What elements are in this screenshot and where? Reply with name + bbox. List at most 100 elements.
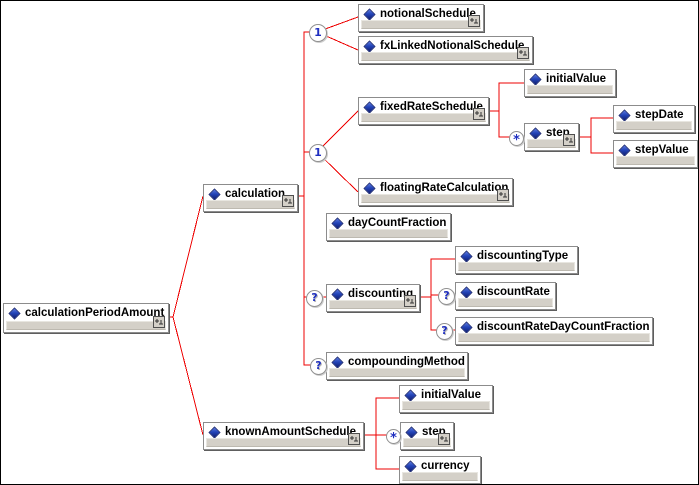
node-band bbox=[206, 200, 295, 209]
node-band bbox=[361, 194, 510, 203]
occurrence-badge-optional-discountratedcf: ? bbox=[436, 323, 453, 340]
node-calculationperiodamount[interactable]: calculationPeriodAmount bbox=[3, 303, 169, 333]
node-compoundingmethod[interactable]: compoundingMethod bbox=[326, 352, 468, 380]
occurrence-badge-repeat-knownstep: * bbox=[386, 429, 401, 446]
element-diamond-icon bbox=[208, 187, 221, 201]
node-band bbox=[361, 20, 481, 29]
element-diamond-icon bbox=[208, 425, 221, 439]
node-band bbox=[6, 321, 166, 330]
expand-icon[interactable] bbox=[473, 108, 485, 120]
expand-icon[interactable] bbox=[468, 15, 480, 27]
expand-icon[interactable] bbox=[497, 189, 509, 201]
node-band bbox=[527, 139, 576, 148]
node-label: calculation bbox=[225, 188, 286, 200]
element-diamond-icon bbox=[331, 287, 344, 301]
occurrence-badge-choice-rate: 1 bbox=[309, 144, 327, 162]
node-calculation[interactable]: calculation bbox=[203, 184, 298, 212]
element-diamond-icon bbox=[331, 355, 344, 369]
expand-icon[interactable] bbox=[563, 134, 575, 146]
node-band bbox=[527, 85, 613, 94]
node-band bbox=[402, 401, 490, 410]
node-step[interactable]: step bbox=[524, 123, 579, 151]
node-label: notionalSchedule bbox=[380, 8, 476, 20]
node-label: fixedRateSchedule bbox=[380, 101, 483, 113]
node-discountingtype[interactable]: discountingType bbox=[455, 246, 578, 274]
element-diamond-icon bbox=[363, 100, 376, 114]
connector-knownamount-children bbox=[375, 397, 399, 470]
element-diamond-icon bbox=[404, 459, 417, 473]
node-label: knownAmountSchedule bbox=[225, 426, 356, 438]
node-label: initialValue bbox=[546, 73, 607, 85]
connector-root-knownamountschedule bbox=[172, 316, 204, 436]
node-discountrate[interactable]: discountRate bbox=[455, 282, 556, 310]
element-diamond-icon bbox=[331, 216, 344, 230]
node-band bbox=[361, 52, 530, 61]
occurrence-badge-repeat-step: * bbox=[509, 131, 524, 148]
node-band bbox=[329, 300, 417, 309]
element-diamond-icon bbox=[8, 306, 21, 320]
node-band bbox=[616, 121, 692, 130]
occurrence-badge-optional-compounding: ? bbox=[310, 358, 327, 375]
node-fxlinkednotionalschedule[interactable]: fxLinkedNotionalSchedule bbox=[358, 36, 533, 64]
node-notionalschedule[interactable]: notionalSchedule bbox=[358, 4, 484, 32]
node-label: discountRate bbox=[477, 286, 550, 298]
node-knownamountschedule[interactable]: knownAmountSchedule bbox=[203, 422, 364, 450]
node-fixed-initialvalue[interactable]: initialValue bbox=[524, 69, 616, 97]
expand-icon[interactable] bbox=[517, 47, 529, 59]
node-label: fxLinkedNotionalSchedule bbox=[380, 40, 525, 52]
node-stepvalue[interactable]: stepValue bbox=[613, 140, 698, 168]
node-band bbox=[329, 368, 465, 377]
node-discounting[interactable]: discounting bbox=[326, 284, 420, 312]
node-floatingratecalculation[interactable]: floatingRateCalculation bbox=[358, 178, 513, 206]
node-band bbox=[206, 438, 361, 447]
node-label: calculationPeriodAmount bbox=[25, 307, 165, 319]
node-band bbox=[361, 113, 486, 122]
occurrence-badge-optional-discounting: ? bbox=[306, 290, 323, 307]
connector-root-calculation bbox=[169, 195, 204, 318]
node-label: floatingRateCalculation bbox=[380, 182, 509, 194]
node-daycountfraction[interactable]: dayCountFraction bbox=[326, 213, 451, 241]
node-label: currency bbox=[421, 460, 470, 472]
node-label: discountingType bbox=[477, 250, 569, 262]
node-known-initialvalue[interactable]: initialValue bbox=[399, 385, 493, 413]
element-diamond-icon bbox=[363, 181, 376, 195]
node-currency[interactable]: currency bbox=[399, 456, 481, 484]
node-label: stepValue bbox=[635, 144, 689, 156]
element-diamond-icon bbox=[618, 108, 631, 122]
occurrence-badge-choice-notional: 1 bbox=[309, 24, 327, 42]
node-discountratedaycountfraction[interactable]: discountRateDayCountFraction bbox=[455, 317, 653, 345]
element-diamond-icon bbox=[618, 143, 631, 157]
element-diamond-icon bbox=[363, 39, 376, 53]
element-diamond-icon bbox=[460, 285, 473, 299]
node-label: discountRateDayCountFraction bbox=[477, 321, 650, 333]
node-label: dayCountFraction bbox=[348, 217, 447, 229]
node-fixedrateschedule[interactable]: fixedRateSchedule bbox=[358, 97, 489, 125]
node-band bbox=[403, 438, 451, 447]
node-stepdate[interactable]: stepDate bbox=[613, 105, 695, 133]
expand-icon[interactable] bbox=[282, 195, 294, 207]
connector-calculation-trunk bbox=[303, 31, 326, 366]
expand-icon[interactable] bbox=[404, 295, 416, 307]
node-band bbox=[458, 333, 650, 342]
element-diamond-icon bbox=[529, 72, 542, 86]
node-label: discounting bbox=[348, 288, 414, 300]
node-label: stepDate bbox=[635, 109, 684, 121]
expand-icon[interactable] bbox=[153, 316, 165, 328]
element-diamond-icon bbox=[405, 425, 418, 439]
node-band bbox=[329, 229, 448, 238]
expand-icon[interactable] bbox=[348, 433, 360, 445]
connector-step-children bbox=[590, 117, 613, 154]
node-band bbox=[458, 262, 575, 271]
expand-icon[interactable] bbox=[438, 433, 450, 445]
node-band bbox=[458, 298, 553, 307]
element-diamond-icon bbox=[404, 388, 417, 402]
node-band bbox=[616, 156, 695, 165]
node-band bbox=[402, 472, 478, 481]
node-label: initialValue bbox=[421, 389, 482, 401]
node-label: compoundingMethod bbox=[348, 356, 465, 368]
node-known-step[interactable]: step bbox=[400, 422, 454, 450]
connector-fixedrate-children bbox=[498, 82, 524, 138]
element-diamond-icon bbox=[363, 7, 376, 21]
element-diamond-icon bbox=[460, 320, 473, 334]
